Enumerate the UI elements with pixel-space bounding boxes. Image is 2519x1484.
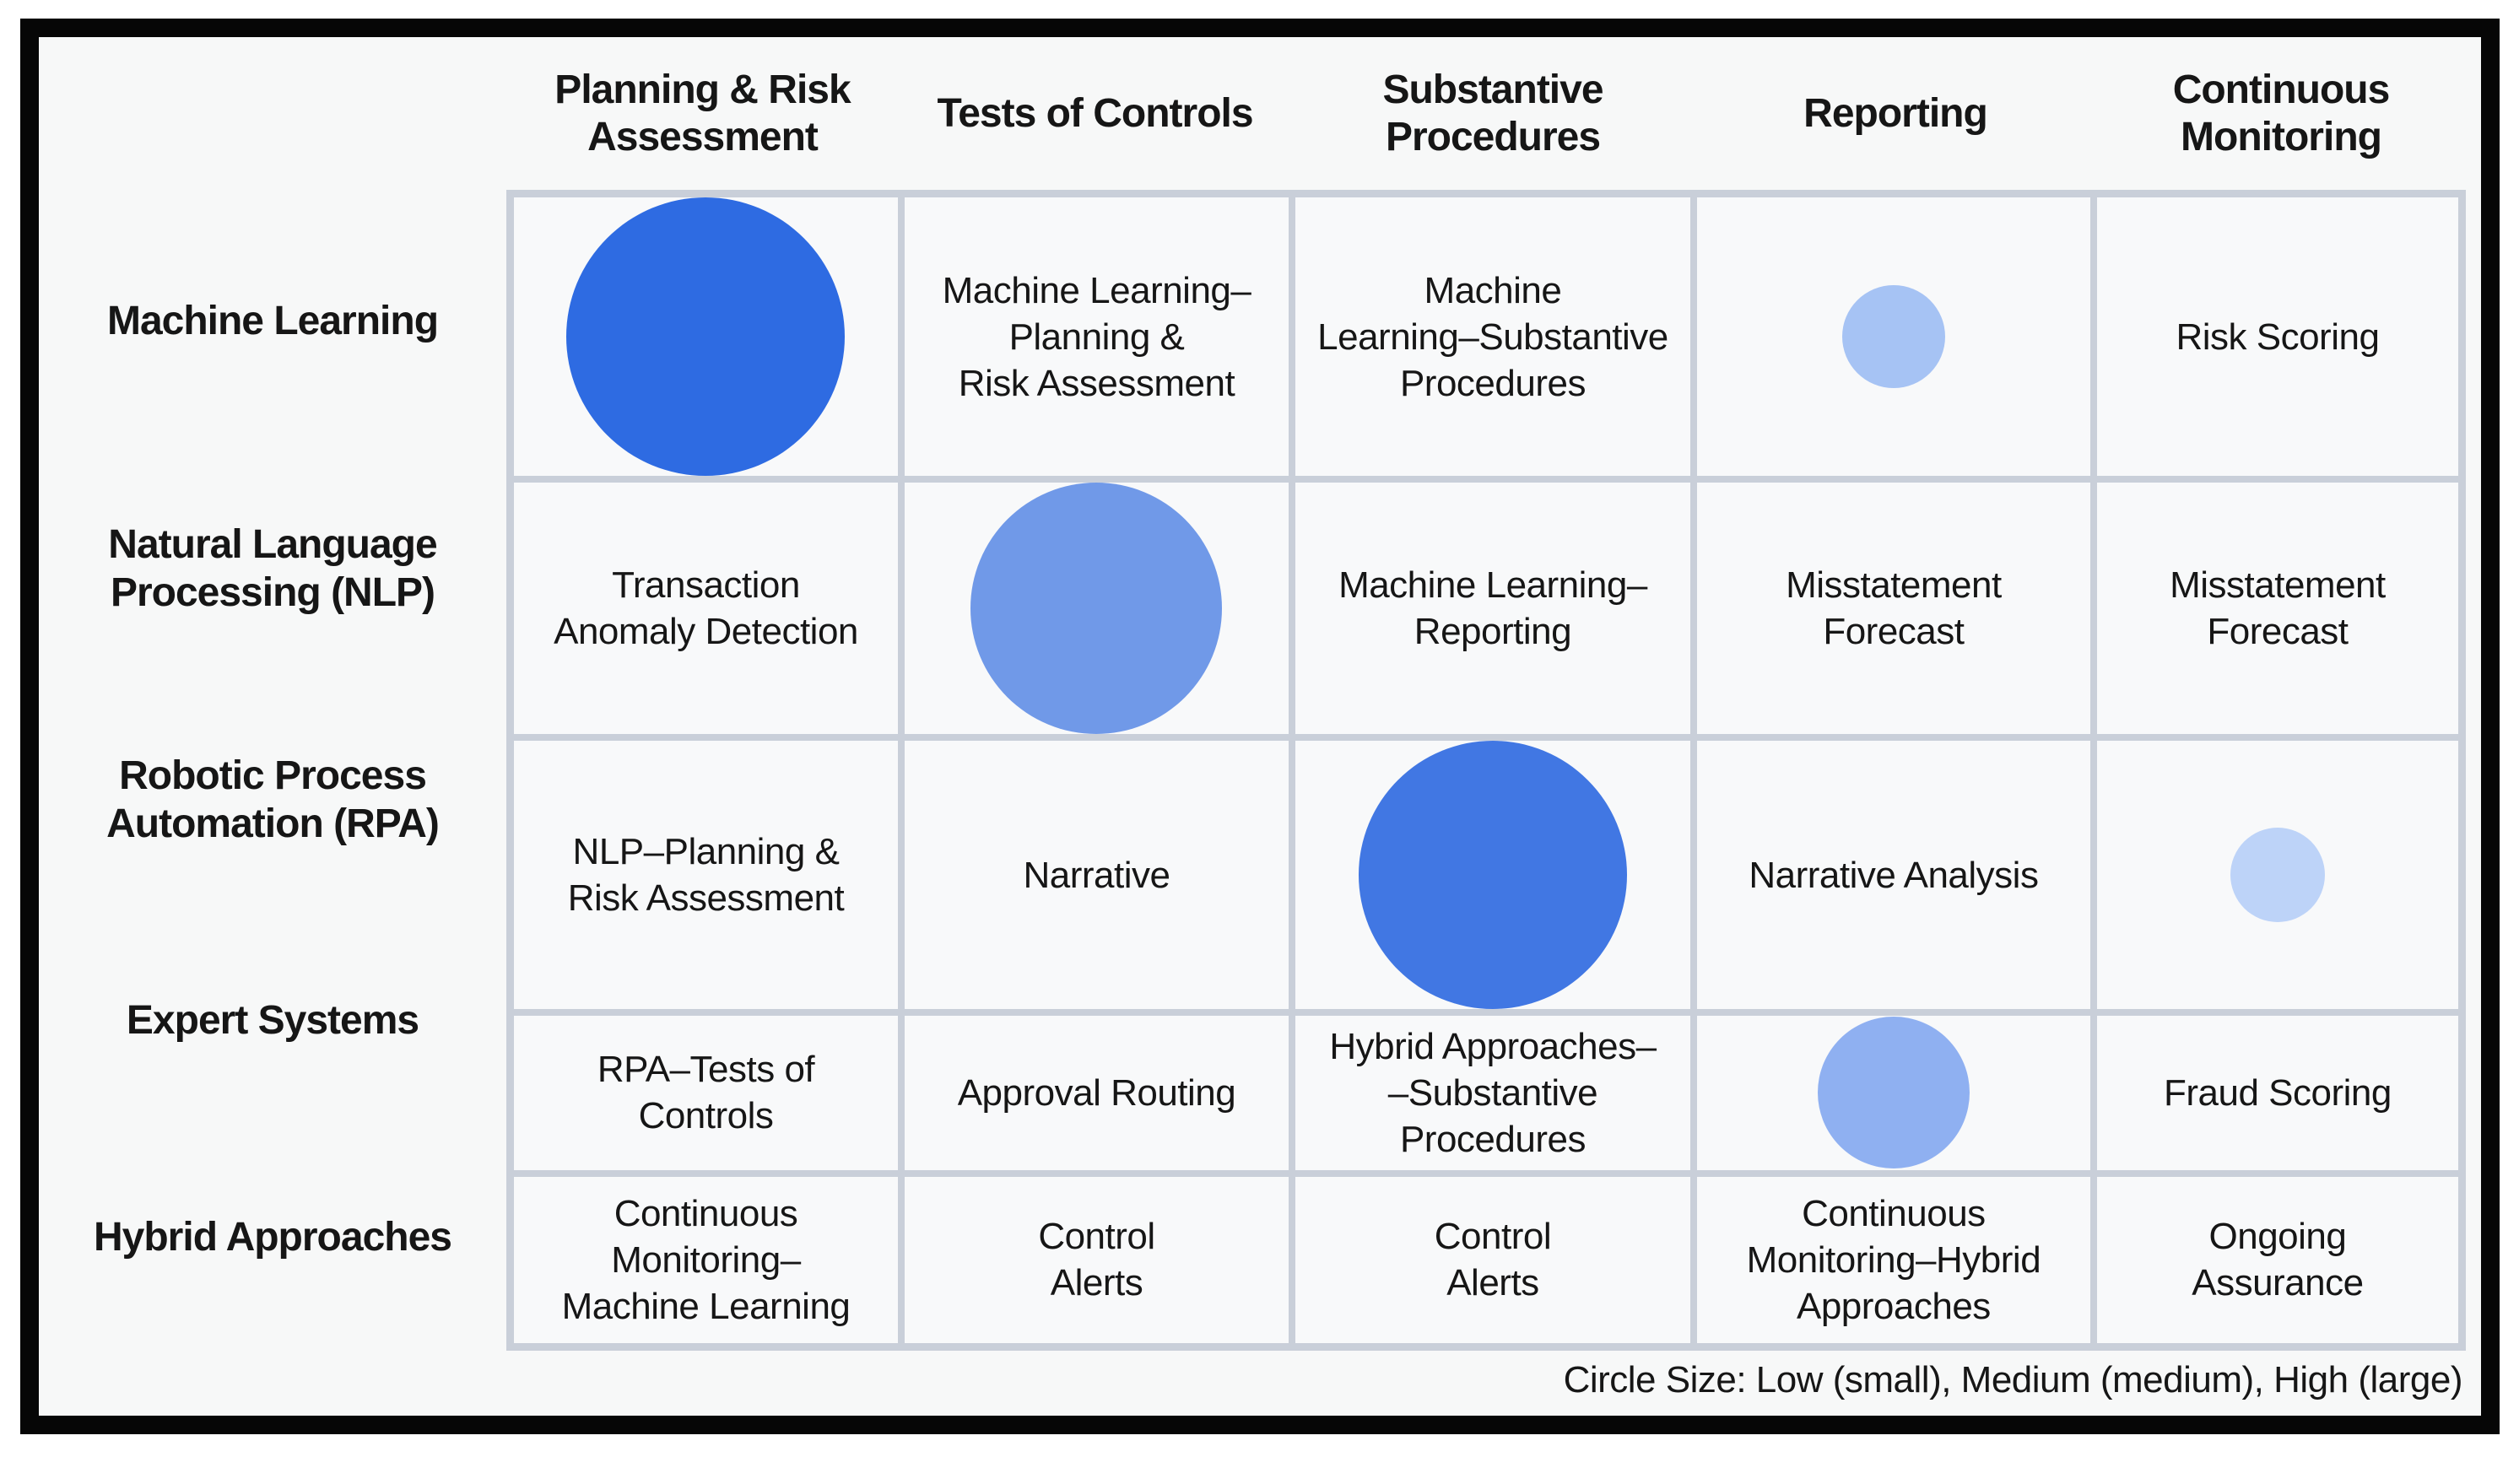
matrix-cell-r3c1: NLP–Planning & Risk Assessment <box>511 737 901 1012</box>
matrix-cell-r3c3 <box>1291 737 1694 1012</box>
bubble-medium <box>1817 1017 1970 1169</box>
matrix-cell-r5c4: Continuous Monitoring–Hybrid Approaches <box>1693 1173 2094 1346</box>
cell-text: NLP–Planning & Risk Assessment <box>567 831 845 919</box>
bubble-high <box>566 197 846 476</box>
row-header-machine-learning: Machine Learning <box>106 299 439 344</box>
bubble-high <box>1358 741 1627 1009</box>
cell-text: Control Alerts <box>1434 1216 1552 1304</box>
column-header-reporting: Reporting <box>1803 90 1988 136</box>
matrix-cell-r3c4: Narrative Analysis <box>1693 737 2094 1012</box>
cell-text: Misstatement Forecast <box>2170 564 2386 652</box>
cell-text: RPA–Tests of Controls <box>597 1049 815 1137</box>
matrix-cell-r5c2: Control Alerts <box>900 1173 1292 1346</box>
bubble-high <box>970 483 1223 734</box>
column-header-planning-risk-assessment: Planning & Risk Assessment <box>554 67 851 159</box>
matrix-cell-r1c1 <box>511 194 901 479</box>
cell-text: Control Alerts <box>1038 1216 1155 1304</box>
row-header-natural-language-processing-nlp: Natural Language Processing (NLP) <box>108 522 437 615</box>
cell-text: Misstatement Forecast <box>1786 564 2002 652</box>
matrix-cell-r1c3: Machine Learning–Substantive Procedures <box>1291 194 1694 479</box>
row-header-hybrid-approaches: Hybrid Approaches <box>94 1215 452 1260</box>
row-header-expert-systems: Expert Systems <box>126 997 419 1043</box>
matrix-cell-r2c2 <box>900 479 1292 737</box>
matrix-cell-r4c3: Hybrid Approaches– –Substantive Procedur… <box>1291 1012 1694 1174</box>
bubble-low <box>2230 828 2325 922</box>
matrix-cell-r2c1: Transaction Anomaly Detection <box>511 479 901 737</box>
matrix-cell-r5c1: Continuous Monitoring– Machine Learning <box>511 1173 901 1346</box>
matrix-cell-r4c1: RPA–Tests of Controls <box>511 1012 901 1174</box>
circle-size-legend: Circle Size: Low (small), Medium (medium… <box>1563 1359 2463 1400</box>
matrix-cell-r1c5: Risk Scoring <box>2093 194 2462 479</box>
matrix-cell-r3c2: Narrative <box>900 737 1292 1012</box>
column-header-tests-of-controls: Tests of Controls <box>937 90 1253 136</box>
matrix-cell-r4c4 <box>1693 1012 2094 1174</box>
matrix-cell-r2c5: Misstatement Forecast <box>2093 479 2462 737</box>
matrix-cell-r2c3: Machine Learning– Reporting <box>1291 479 1694 737</box>
cell-text: Continuous Monitoring–Hybrid Approaches <box>1746 1192 2041 1327</box>
matrix-cell-r3c5 <box>2093 737 2462 1012</box>
column-header-substantive-procedures: Substantive Procedures <box>1382 67 1603 159</box>
cell-text: Narrative Analysis <box>1749 854 2039 896</box>
row-header-robotic-process-automation-rpa: Robotic Process Automation (RPA) <box>106 753 440 846</box>
cell-text: Continuous Monitoring– Machine Learning <box>561 1192 851 1327</box>
cell-text: Machine Learning–Substantive Procedures <box>1317 269 1668 404</box>
cell-text: Risk Scoring <box>2176 316 2380 358</box>
bubble-low <box>1841 285 1945 388</box>
matrix-cell-r1c2: Machine Learning– Planning & Risk Assess… <box>900 194 1292 479</box>
cell-text: Ongoing Assurance <box>2192 1216 2364 1304</box>
matrix-cell-r2c4: Misstatement Forecast <box>1693 479 2094 737</box>
cell-text: Narrative <box>1023 854 1170 896</box>
cell-text: Transaction Anomaly Detection <box>554 564 858 652</box>
matrix-cell-r5c3: Control Alerts <box>1291 1173 1694 1346</box>
cell-text: Machine Learning– Reporting <box>1338 564 1647 652</box>
matrix-cell-r5c5: Ongoing Assurance <box>2093 1173 2462 1346</box>
matrix-grid: Machine Learning– Planning & Risk Assess… <box>506 190 2466 1351</box>
cell-text: Hybrid Approaches– –Substantive Procedur… <box>1329 1025 1657 1160</box>
matrix-cell-r4c2: Approval Routing <box>900 1012 1292 1174</box>
cell-text: Fraud Scoring <box>2164 1071 2392 1114</box>
cell-text: Approval Routing <box>957 1071 1236 1114</box>
matrix-cell-r1c4 <box>1693 194 2094 479</box>
cell-text: Machine Learning– Planning & Risk Assess… <box>942 269 1251 404</box>
matrix-cell-r4c5: Fraud Scoring <box>2093 1012 2462 1174</box>
column-header-continuous-monitoring: Continuous Monitoring <box>2172 67 2391 159</box>
